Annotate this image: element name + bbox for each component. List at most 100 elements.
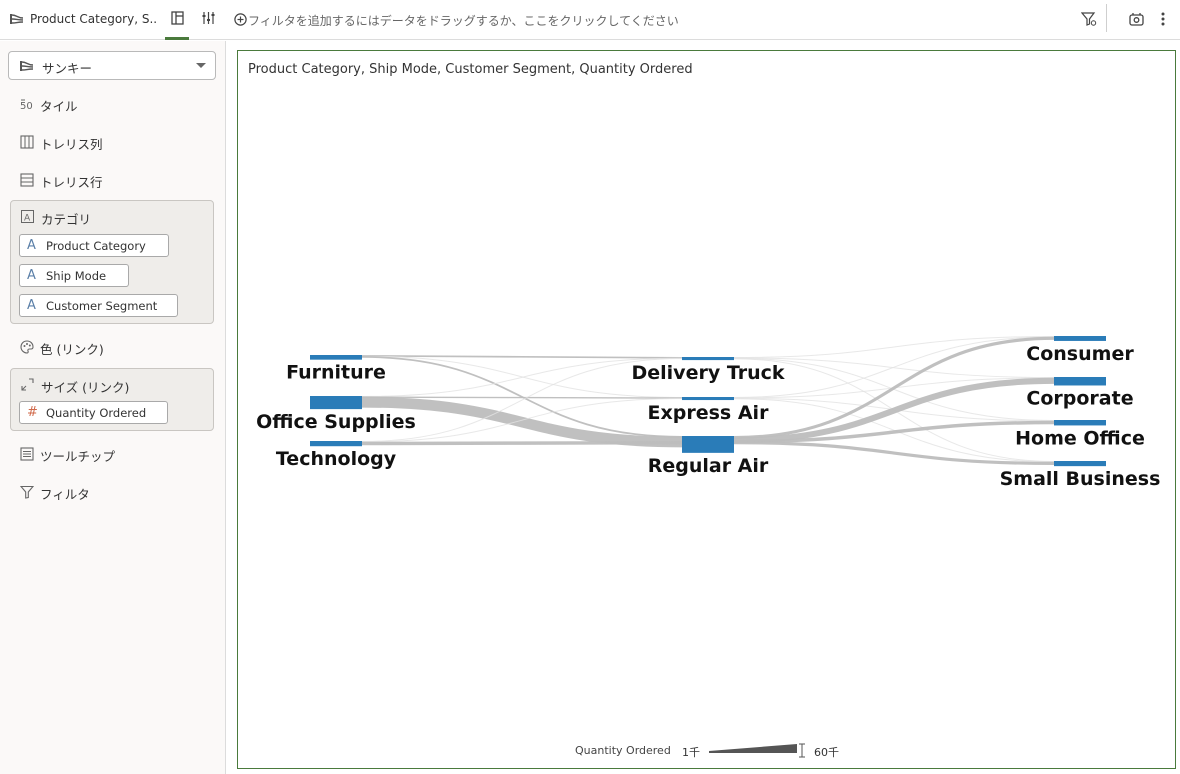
tile-label: タイル: [40, 99, 78, 114]
tooltip-label: ツールチップ: [40, 449, 116, 464]
grammar-panel-tab[interactable]: [165, 0, 189, 40]
size-group[interactable]: サイズ (リンク) # Quantity Ordered: [10, 368, 214, 431]
viz-tab-label: Product Category, S...: [30, 12, 156, 26]
viz-title: Product Category, Ship Mode, Customer Se…: [248, 62, 693, 77]
legend-wedge: [709, 743, 805, 758]
node-office-supplies[interactable]: [310, 396, 362, 410]
link-regular-air-to-consumer[interactable]: [733, 336, 1055, 440]
category-icon: A: [21, 210, 34, 223]
attribute-icon: A: [27, 268, 36, 283]
node-technology[interactable]: [310, 441, 362, 447]
node-label-regular-air: Regular Air: [648, 455, 769, 477]
link-regular-air-to-home-office[interactable]: [733, 420, 1055, 444]
node-label-express-air: Express Air: [648, 402, 770, 424]
link-office-supplies-to-express-air[interactable]: [361, 396, 683, 399]
more-menu-icon[interactable]: [1157, 11, 1169, 27]
trellis-rows-label: トレリス行: [40, 175, 103, 190]
category-header: A カテゴリ: [11, 201, 211, 229]
add-filter-icon: [234, 13, 247, 26]
grammar-panel-icon: [171, 11, 184, 25]
node-delivery-truck[interactable]: [682, 357, 734, 361]
sankey-icon: [10, 14, 24, 24]
category-pill-customer-segment[interactable]: A Customer Segment: [19, 294, 178, 317]
drop-target-tile[interactable]: 50 タイル: [0, 92, 226, 116]
pill-label: Quantity Ordered: [46, 406, 147, 420]
color-label: 色 (リンク): [40, 342, 104, 357]
legend-title: Quantity Ordered: [575, 744, 671, 757]
link-furniture-to-delivery-truck[interactable]: [361, 355, 683, 359]
node-small-business[interactable]: [1054, 461, 1106, 467]
size-header: サイズ (リンク): [11, 369, 211, 397]
viz-tab[interactable]: Product Category, S...: [0, 0, 162, 40]
canvas-settings-icon[interactable]: [1128, 11, 1145, 28]
svg-text:A: A: [24, 214, 31, 224]
node-label-small-business: Small Business: [1000, 468, 1161, 490]
link-express-air-to-consumer[interactable]: [733, 336, 1055, 398]
resize-icon: [21, 378, 34, 391]
node-furniture[interactable]: [310, 355, 362, 360]
tile-icon: 50: [20, 99, 33, 111]
properties-panel-tab[interactable]: [196, 0, 220, 40]
filter-bar[interactable]: フィルタを追加するにはデータをドラッグするか、ここをクリックしてください: [232, 0, 932, 40]
visualization-canvas[interactable]: Product Category, Ship Mode, Customer Se…: [237, 50, 1176, 769]
legend-min-label: 1千: [682, 746, 700, 759]
drop-target-filter[interactable]: フィルタ: [0, 480, 226, 504]
chart-type-select[interactable]: サンキー: [8, 51, 216, 80]
svg-text:50: 50: [20, 101, 33, 111]
link-technology-to-delivery-truck[interactable]: [361, 358, 683, 442]
funnel-icon: [20, 485, 34, 499]
trellis-columns-label: トレリス列: [40, 137, 103, 152]
pill-label: Product Category: [46, 239, 146, 253]
filter-settings-icon[interactable]: [1081, 11, 1097, 27]
filter-label: フィルタ: [40, 487, 90, 502]
legend-max-label: 60千: [814, 746, 839, 759]
node-express-air[interactable]: [682, 397, 734, 401]
node-label-consumer: Consumer: [1026, 343, 1134, 365]
attribute-icon: A: [27, 298, 36, 313]
node-label-home-office: Home Office: [1015, 427, 1145, 449]
node-label-delivery-truck: Delivery Truck: [632, 362, 785, 384]
node-label-furniture: Furniture: [286, 362, 386, 384]
link-regular-air-to-corporate[interactable]: [733, 377, 1055, 444]
pill-label: Customer Segment: [46, 299, 158, 313]
top-toolbar: Product Category, S...: [0, 0, 1180, 40]
filter-placeholder: フィルタを追加するにはデータをドラッグするか、ここをクリックしてください: [248, 14, 679, 28]
measure-icon: #: [27, 405, 38, 420]
attribute-icon: A: [27, 238, 36, 253]
category-pill-ship-mode[interactable]: A Ship Mode: [19, 264, 129, 287]
toolbar-divider: [1106, 4, 1107, 32]
category-label: カテゴリ: [41, 212, 92, 227]
size-legend: Quantity Ordered 1千 60千: [575, 741, 875, 761]
size-pill-quantity-ordered[interactable]: # Quantity Ordered: [19, 401, 168, 424]
drop-target-trellis-rows[interactable]: トレリス行: [0, 168, 226, 192]
pill-label: Ship Mode: [46, 269, 107, 283]
node-home-office[interactable]: [1054, 420, 1106, 426]
grammar-panel: サンキー 50 タイル トレリス列 トレリス行: [0, 41, 226, 774]
trellis-rows-icon: [20, 173, 34, 187]
tooltip-icon: [20, 447, 34, 461]
sankey-icon: [20, 61, 34, 71]
drop-target-trellis-columns[interactable]: トレリス列: [0, 130, 226, 154]
node-label-office-supplies: Office Supplies: [256, 411, 416, 433]
node-corporate[interactable]: [1054, 377, 1106, 386]
category-pill-product-category[interactable]: A Product Category: [19, 234, 169, 257]
node-consumer[interactable]: [1054, 336, 1106, 341]
link-regular-air-to-small-business[interactable]: [733, 441, 1055, 466]
link-delivery-truck-to-consumer[interactable]: [733, 336, 1055, 358]
drop-target-color[interactable]: 色 (リンク): [0, 335, 226, 359]
category-group[interactable]: A カテゴリ A Product Category A Ship Mode A …: [10, 200, 214, 324]
chart-type-value: サンキー: [42, 61, 93, 76]
link-office-supplies-to-regular-air[interactable]: [361, 396, 683, 448]
node-label-technology: Technology: [276, 448, 397, 470]
link-technology-to-express-air[interactable]: [361, 397, 683, 443]
link-office-supplies-to-delivery-truck[interactable]: [361, 357, 683, 397]
trellis-columns-icon: [20, 135, 34, 149]
node-regular-air[interactable]: [682, 436, 734, 453]
link-technology-to-regular-air[interactable]: [361, 440, 683, 446]
size-label: サイズ (リンク): [41, 380, 130, 395]
drop-target-tooltip[interactable]: ツールチップ: [0, 442, 226, 466]
palette-icon: [20, 340, 34, 354]
chevron-down-icon: [196, 63, 206, 68]
